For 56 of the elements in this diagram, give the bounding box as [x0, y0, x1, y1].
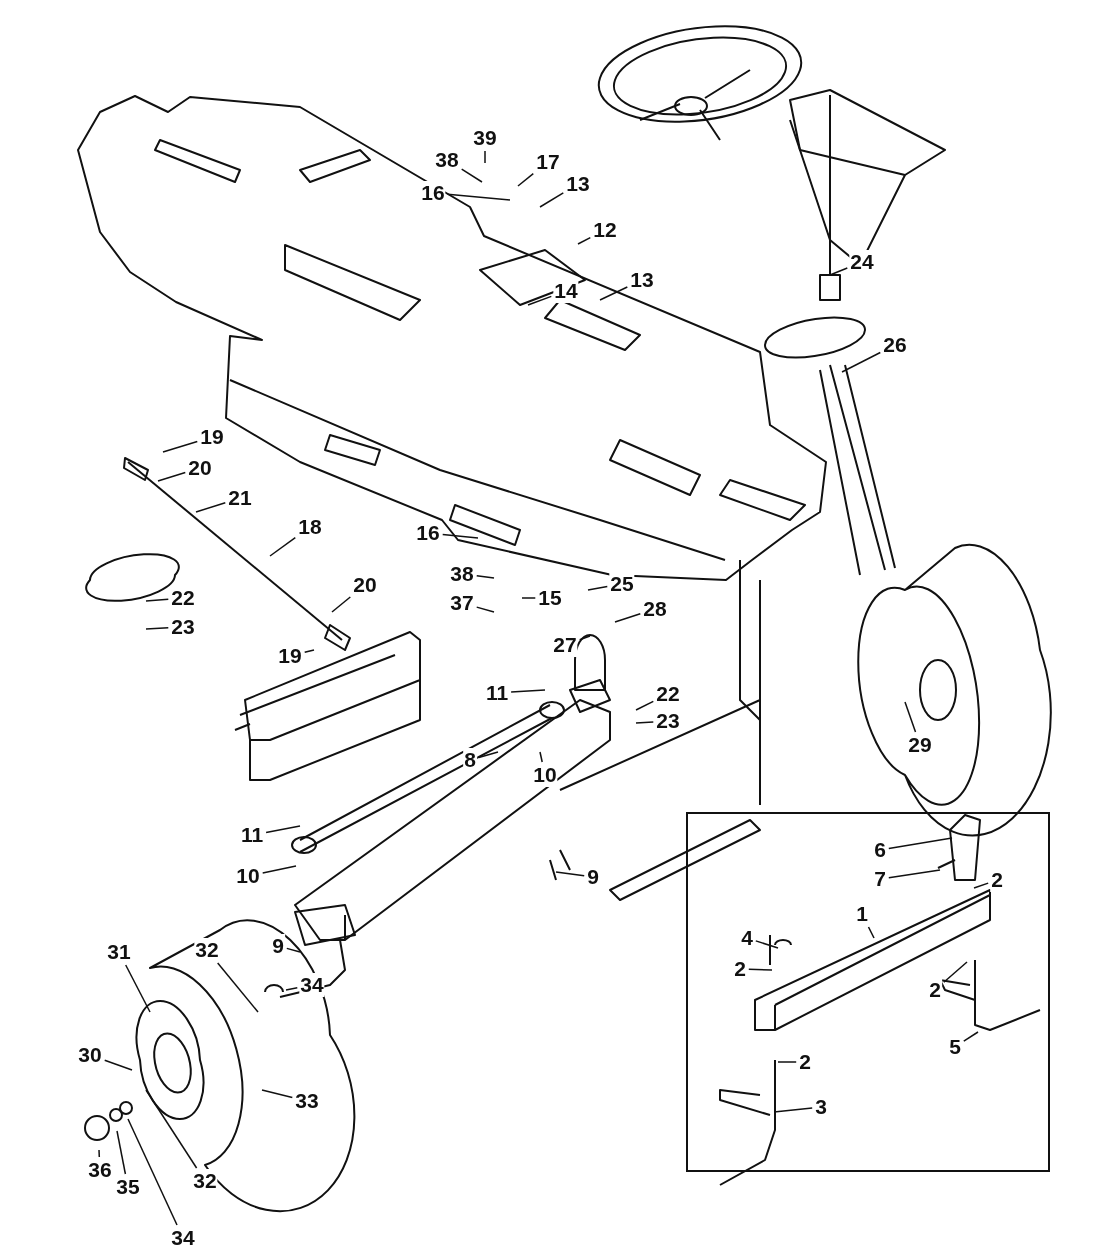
leader-line: [475, 606, 495, 613]
leader-line: [98, 1149, 101, 1158]
leader-line: [145, 627, 170, 630]
leader-line: [521, 597, 537, 599]
leader-line: [635, 721, 655, 724]
leader-line: [539, 192, 565, 208]
leader-line: [963, 1031, 979, 1042]
callout-number: 34: [299, 973, 325, 997]
leader-line: [599, 286, 629, 301]
leader-line: [973, 882, 989, 889]
leader-line: [265, 825, 301, 834]
leader-line: [303, 649, 315, 654]
leader-line: [269, 536, 297, 557]
leader-line: [261, 1089, 294, 1099]
leader-line: [475, 575, 495, 579]
leader-line: [748, 968, 773, 971]
leader-line: [527, 295, 553, 306]
leader-line: [103, 1059, 133, 1071]
leader-line: [517, 172, 535, 187]
leader-line: [555, 871, 585, 877]
leader-line: [484, 150, 486, 164]
leader-line: [577, 236, 592, 245]
leader-line: [614, 613, 642, 623]
leader-line: [777, 1061, 797, 1063]
leader-line: [157, 471, 187, 482]
leader-line: [446, 193, 511, 201]
leader-line: [195, 501, 227, 513]
leader-line: [460, 168, 483, 183]
leader-line: [539, 751, 543, 763]
leader-line: [829, 267, 849, 276]
leader-line: [162, 440, 199, 453]
leader-line: [773, 1107, 813, 1113]
leader-line: [888, 837, 953, 850]
leader-line: [216, 962, 259, 1013]
leader-line: [635, 700, 655, 711]
leader-line: [841, 351, 882, 373]
leader-line: [331, 596, 352, 613]
leader-line: [888, 869, 941, 879]
leader-line: [587, 585, 609, 591]
leader-line: [145, 1089, 198, 1169]
leader-line: [755, 940, 779, 949]
leader-line: [478, 751, 499, 759]
leader-line: [116, 1130, 127, 1175]
callout-number: 14: [553, 279, 579, 303]
leader-line: [578, 635, 591, 641]
leader-line: [904, 701, 917, 733]
leader-line: [124, 964, 151, 1013]
inset-frame: [686, 812, 1050, 1172]
leader-line: [145, 598, 170, 602]
leader-line: [286, 947, 301, 953]
leader-line: [867, 926, 875, 939]
leader-line: [285, 987, 299, 991]
leader-line: [127, 1118, 178, 1226]
leader-line: [943, 961, 968, 984]
leader-line: [261, 865, 297, 874]
leader-line: [510, 689, 546, 693]
